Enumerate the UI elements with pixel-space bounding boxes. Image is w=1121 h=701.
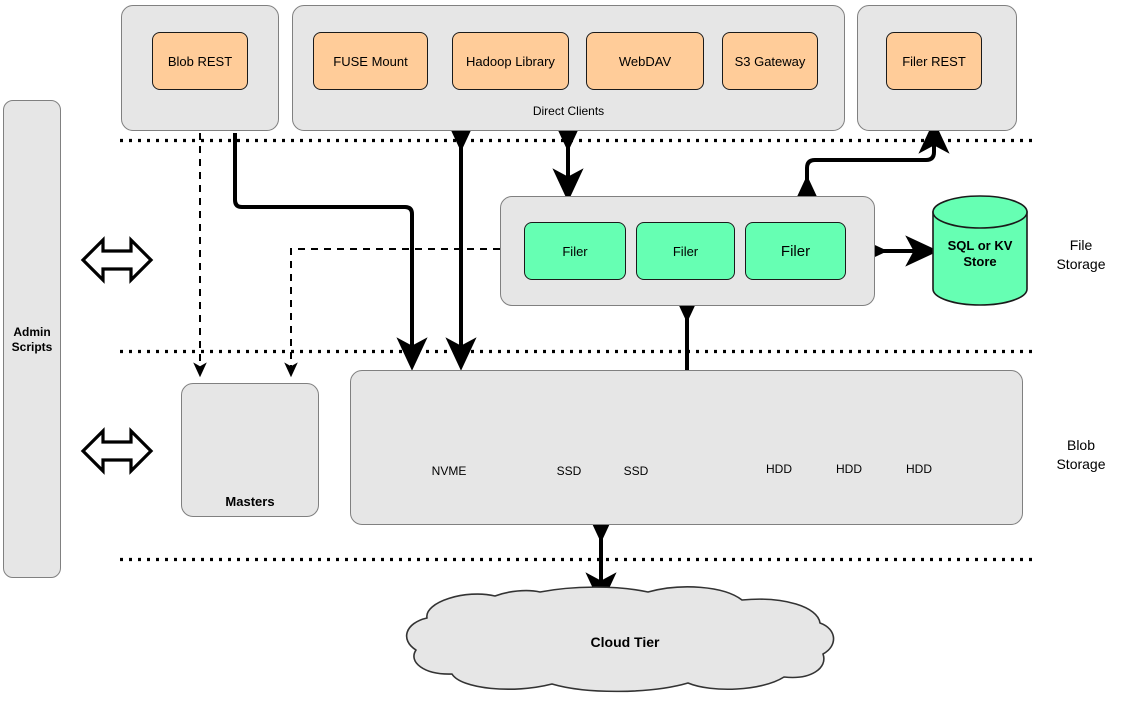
admin-scripts-panel[interactable] xyxy=(3,100,61,578)
disk-label-hdd-1: HDD xyxy=(766,462,792,476)
file-storage-label-line2: Storage xyxy=(1056,256,1106,272)
sql-kv-store-label-line1: SQL or KV xyxy=(947,238,1013,253)
admin-to-filestorage-arrow xyxy=(80,236,154,284)
webdav-label: WebDAV xyxy=(618,53,672,69)
volume-servers-group[interactable] xyxy=(350,370,1023,525)
filer-node-2[interactable]: Filer xyxy=(636,222,735,280)
blob-storage-side-label: Blob Storage xyxy=(1046,436,1116,474)
s3-gateway-label: S3 Gateway xyxy=(734,53,806,69)
filer-node-1[interactable]: Filer xyxy=(524,222,626,280)
file-storage-label-line1: File xyxy=(1069,237,1093,253)
cloud-tier-label: Cloud Tier xyxy=(590,634,660,650)
masters-label: Masters xyxy=(225,494,275,509)
direct-clients-group-label: Direct Clients xyxy=(532,104,605,118)
fuse-mount-label: FUSE Mount xyxy=(333,53,408,69)
blob-storage-label-line1: Blob xyxy=(1066,437,1096,453)
disk-label-ssd-2: SSD xyxy=(623,464,649,478)
hadoop-library-node[interactable]: Hadoop Library xyxy=(452,32,569,90)
hadoop-library-label: Hadoop Library xyxy=(466,53,555,69)
filer-node-1-label: Filer xyxy=(562,243,588,259)
filer-node-2-label: Filer xyxy=(672,243,699,259)
file-storage-side-label: File Storage xyxy=(1046,236,1116,274)
filer-rest-node[interactable]: Filer REST xyxy=(886,32,982,90)
disk-label-hdd-3: HDD xyxy=(906,462,932,476)
sql-kv-store-cylinder xyxy=(932,195,1028,306)
connector-filer-to-masters xyxy=(284,248,500,378)
blob-rest-node[interactable]: Blob REST xyxy=(152,32,248,90)
admin-scripts-label-line1: Admin xyxy=(13,325,51,339)
connector-blobrest-to-volumes xyxy=(233,133,428,371)
disk-label-ssd-1: SSD xyxy=(556,464,582,478)
filer-node-3[interactable]: Filer xyxy=(745,222,846,280)
sql-kv-store-label: SQL or KV Store xyxy=(933,238,1027,270)
disk-label-nvme: NVME xyxy=(431,464,467,478)
s3-gateway-node[interactable]: S3 Gateway xyxy=(722,32,818,90)
admin-scripts-label: Admin Scripts xyxy=(2,325,62,355)
connector-filerrest-to-filer xyxy=(791,120,950,209)
admin-scripts-label-line2: Scripts xyxy=(11,340,53,354)
sql-kv-store-label-line2: Store xyxy=(963,254,997,269)
cloud-tier-shape xyxy=(405,586,835,693)
admin-to-blobstorage-arrow xyxy=(80,427,154,475)
blob-storage-label-line2: Storage xyxy=(1056,456,1106,472)
filer-node-3-label: Filer xyxy=(780,242,811,260)
masters-group[interactable] xyxy=(181,383,319,517)
disk-label-hdd-2: HDD xyxy=(836,462,862,476)
webdav-node[interactable]: WebDAV xyxy=(586,32,704,90)
fuse-mount-node[interactable]: FUSE Mount xyxy=(313,32,428,90)
filer-rest-label: Filer REST xyxy=(902,53,966,69)
blob-rest-label: Blob REST xyxy=(167,53,233,69)
